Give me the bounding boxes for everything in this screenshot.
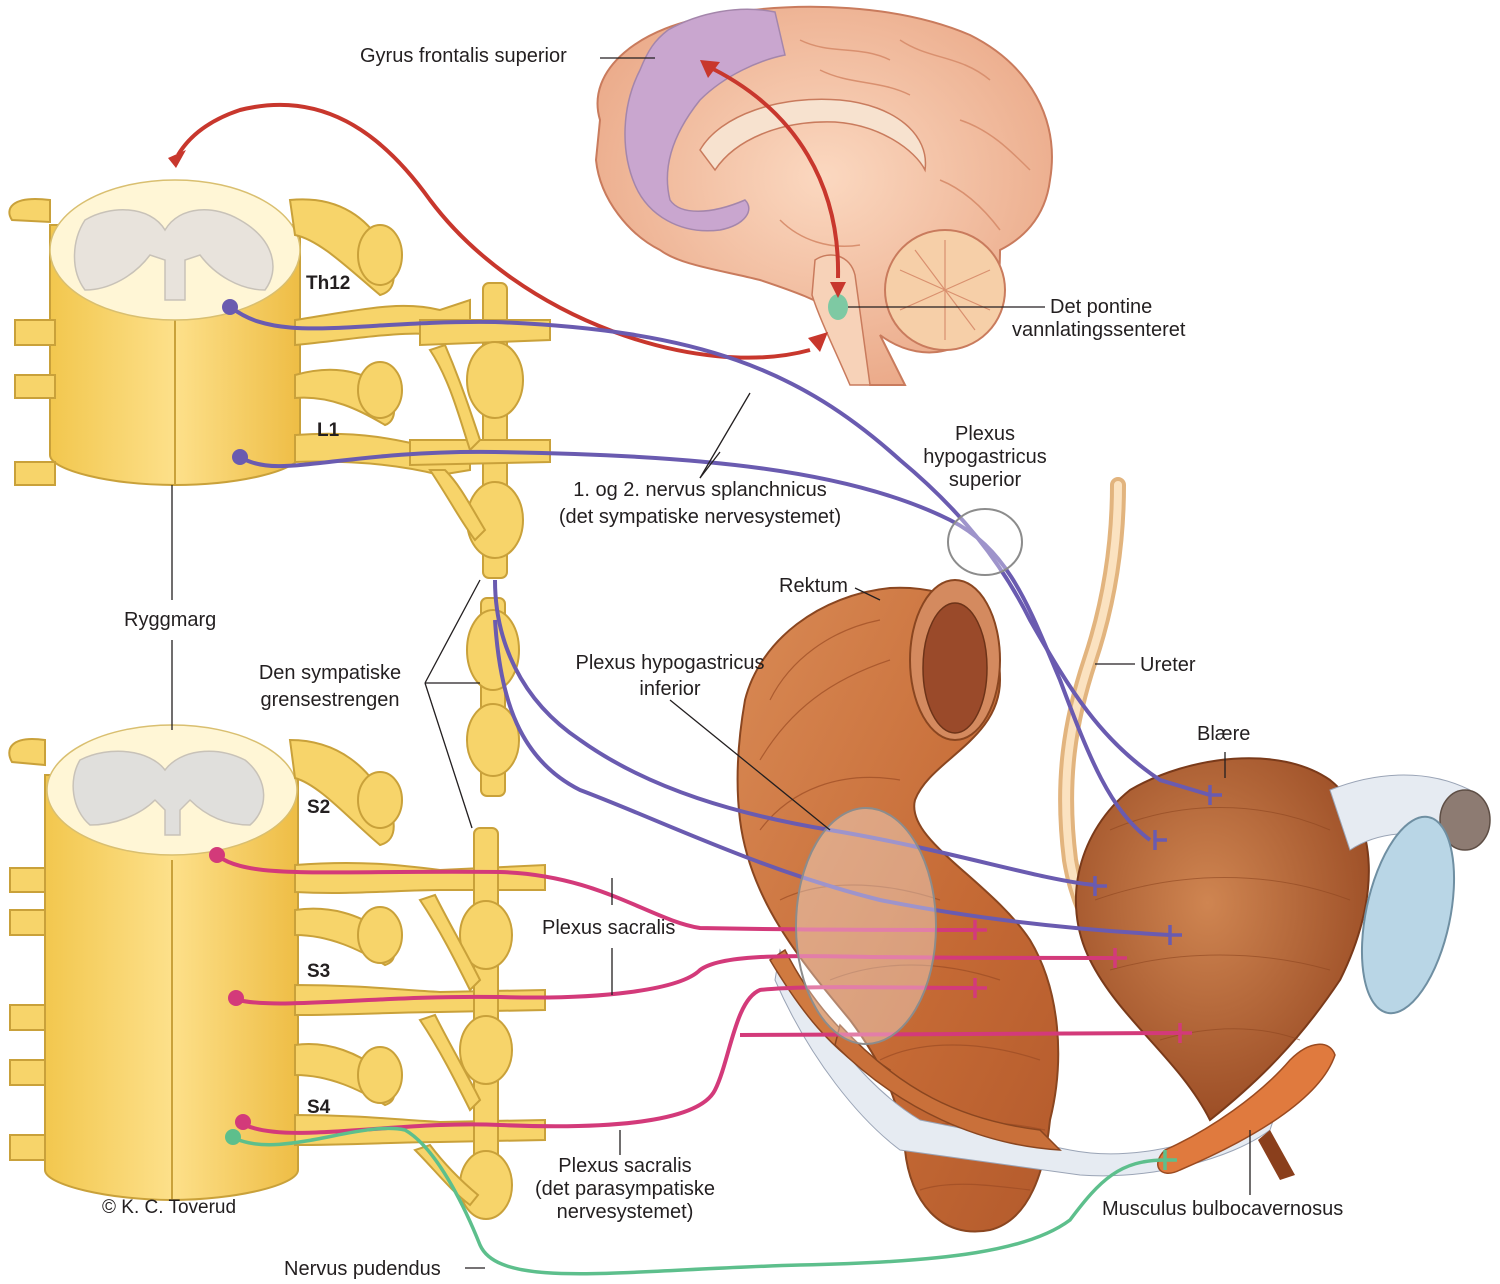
leader-lines <box>171 57 1251 1269</box>
plexus-hypogastricus-inferior-marker <box>795 807 937 1045</box>
rectum <box>736 579 1281 1233</box>
label-ureter: Ureter <box>1140 654 1196 676</box>
label-gyrus-frontalis-superior: Gyrus frontalis superior <box>360 45 567 67</box>
label-grensestreng-line1: Den sympatiske <box>258 662 402 684</box>
label-plexus-sacralis-b-line3: nervesystemet) <box>556 1201 694 1223</box>
bladder <box>1074 757 1491 1180</box>
segment-s4: S4 <box>307 1097 331 1118</box>
gyrus-frontalis-superior <box>624 8 786 232</box>
sympathetic-terminals <box>1093 785 1222 945</box>
label-plexus-inf-line1: Plexus hypogastricus <box>575 652 765 674</box>
label-rektum: Rektum <box>779 575 848 597</box>
label-nervus-pudendus: Nervus pudendus <box>284 1258 441 1280</box>
label-pontine-line1: Det pontine <box>1050 296 1153 318</box>
label-plexus-sup-line2: hypogastricus <box>923 446 1047 468</box>
segment-s2: S2 <box>307 797 331 818</box>
segment-s3: S3 <box>307 961 331 982</box>
label-plexus-sup-line3: superior <box>948 469 1022 491</box>
parasympathetic-terminals <box>973 920 1192 1043</box>
segment-l1: L1 <box>317 420 340 441</box>
plexus-hypogastricus-superior-marker <box>947 508 1023 576</box>
label-plexus-sup-line1: Plexus <box>954 423 1016 445</box>
pontine-micturition-center <box>828 294 848 320</box>
pudendal-fiber <box>233 1126 1166 1276</box>
label-plexus-inf-line2: inferior <box>639 678 701 700</box>
label-splanchnicus-line2: (det sympatiske nervesystemet) <box>558 506 842 528</box>
label-plexus-sacralis: Plexus sacralis <box>542 917 676 939</box>
label-plexus-sacralis-b-line1: Plexus sacralis <box>558 1155 692 1177</box>
segment-th12: Th12 <box>306 273 351 294</box>
label-pontine-line2: vannlatingssenteret <box>1012 319 1186 341</box>
label-bulbocavernosus: Musculus bulbocavernosus <box>1102 1198 1344 1220</box>
label-grensestreng-line2: grensestrengen <box>260 689 400 711</box>
copyright-notice: © K. C. Toverud <box>102 1197 237 1218</box>
sympathetic-chain-upper <box>409 282 551 579</box>
cortical-pathway-arrows <box>176 63 841 360</box>
label-ryggmarg: Ryggmarg <box>124 609 217 631</box>
sympathetic-fibers <box>230 306 1211 937</box>
label-splanchnicus-line1: 1. og 2. nervus splanchnicus <box>573 479 827 501</box>
sympathetic-chain-middle <box>466 597 520 797</box>
sympathetic-chain-lower <box>413 827 513 1220</box>
label-plexus-sacralis-b-line2: (det parasympatiske <box>534 1178 716 1200</box>
brain <box>594 5 1053 386</box>
spinal-cord-upper <box>8 179 471 487</box>
label-blaere: Blære <box>1197 723 1251 745</box>
